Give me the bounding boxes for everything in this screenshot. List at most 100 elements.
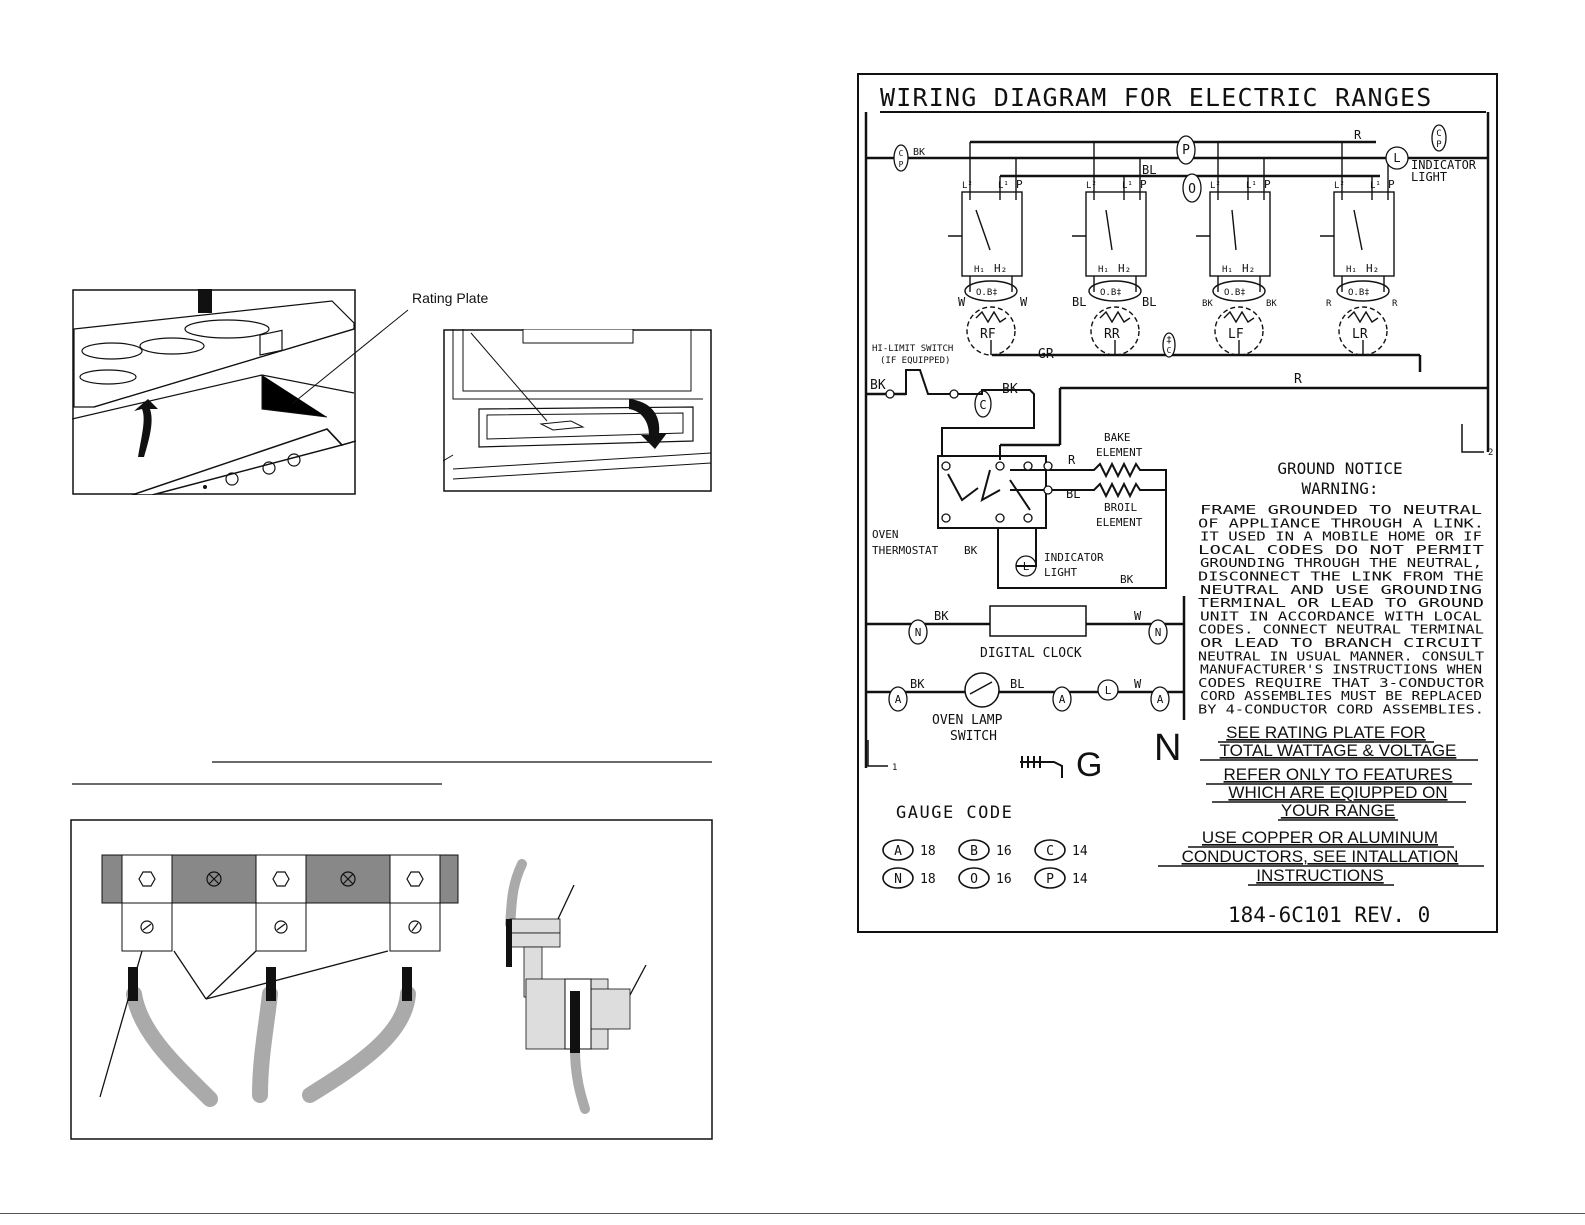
gauge-tag-circle	[1034, 867, 1066, 889]
terminal-label: L²	[962, 181, 973, 191]
element-wire-label: W	[958, 295, 966, 309]
wire-label-bk-indicator: BK	[1120, 573, 1134, 586]
terminal-label: O.B‡	[1100, 288, 1122, 298]
gauge-value: 18	[920, 844, 936, 859]
bake-element-label: BAKE	[1104, 431, 1131, 444]
terminal-label: H₂	[994, 262, 1007, 275]
rating-plate-note: TOTAL WATTAGE & VOLTAGE	[1220, 741, 1457, 760]
terminal-label: H₁	[1098, 265, 1109, 275]
wire-label-w-clock: W	[1134, 609, 1142, 623]
hi-limit-switch-label: HI-LIMIT SWITCH	[872, 344, 953, 354]
gauge-tag-circle	[882, 867, 914, 889]
copper-note: INSTRUCTIONS	[1256, 866, 1384, 885]
gauge-value: 16	[996, 844, 1012, 859]
page-bottom-rule	[0, 1213, 1585, 1214]
wire-label-bk-thermostat: BK	[964, 544, 978, 557]
ground-notice-line: MANUFACTURER'S INSTRUCTIONS WHEN	[1200, 663, 1482, 677]
wire-label-r-top: R	[1354, 128, 1362, 142]
ground-notice-line: BY 4-CONDUCTOR CORD ASSEMBLIES.	[1198, 703, 1484, 717]
rating-plate-note: SEE RATING PLATE FOR	[1226, 723, 1426, 742]
wire-label-bk-top: BK	[913, 147, 925, 158]
terminal-label: P	[1140, 178, 1147, 191]
element-wire-label: W	[1020, 295, 1028, 309]
terminal-label: H₂	[1118, 262, 1131, 275]
wire-label-bl-top: BL	[1142, 163, 1156, 177]
element-wire-label: BK	[1266, 299, 1277, 309]
gauge-tag-circle	[1034, 839, 1066, 861]
indicator-light-l-icon: L	[1393, 151, 1400, 165]
ground-notice-line: IT USED IN A MOBILE HOME OR IF	[1200, 530, 1482, 544]
neutral-n-letter: N	[1154, 727, 1181, 769]
diagram-title: WIRING DIAGRAM FOR ELECTRIC RANGES	[880, 83, 1433, 112]
gauge-tag-letter: C	[1046, 844, 1054, 859]
oven-thermostat-label: OVEN	[872, 528, 899, 541]
terminal-label: L²	[1334, 181, 1345, 191]
indicator-light-label: LIGHT	[1411, 170, 1447, 184]
lamp-l-icon: L	[1105, 684, 1112, 697]
lift-up-arrow-icon	[134, 399, 158, 457]
oven-indicator-light-label: LIGHT	[1044, 566, 1077, 579]
features-note: REFER ONLY TO FEATURES	[1224, 765, 1453, 784]
gauge-value: 14	[1072, 844, 1088, 859]
drawer-panel-illustration	[443, 329, 712, 492]
terminal-block-illustration	[70, 819, 713, 1140]
ground-notice-line: LOCAL CODES DO NOT PERMIT	[1198, 543, 1484, 557]
ground-notice-line: CODES REQUIRE THAT 3-CONDUCTOR	[1198, 676, 1485, 690]
terminal-label: H₂	[1242, 262, 1255, 275]
terminal-label: L¹	[1122, 181, 1133, 191]
oven-indicator-light-label: INDICATOR	[1044, 551, 1104, 564]
wire-gauge-tag: O	[1188, 182, 1196, 197]
rating-plate-pointer-line	[291, 309, 409, 405]
part-number: 184-6C101 REV. 0	[1228, 903, 1430, 927]
gauge-value: 14	[1072, 872, 1088, 887]
terminal-label: H₂	[1366, 262, 1379, 275]
terminal-label: L²	[1086, 181, 1097, 191]
terminal-label: L²	[1210, 181, 1221, 191]
wire-gauge-tag: N	[1155, 626, 1162, 639]
wire-label-bk-lamp: BK	[910, 677, 925, 691]
gauge-tag-circle	[958, 867, 990, 889]
gauge-tag-letter: A	[894, 844, 902, 859]
rotate-down-arrow-icon	[629, 399, 667, 449]
ground-notice-line: UNIT IN ACCORDANCE WITH LOCAL	[1200, 609, 1482, 623]
oven-lamp-switch-label: OVEN LAMP	[932, 713, 1003, 728]
hi-limit-switch-label: (IF EQUIPPED)	[880, 356, 950, 366]
ground-link-mark: ‡	[1166, 335, 1172, 346]
ground-notice-line: DISCONNECT THE LINK FROM THE	[1198, 570, 1484, 584]
cooktop-lift-illustration	[72, 289, 356, 495]
ground-notice-line: OR LEAD TO BRANCH CIRCUIT	[1200, 636, 1482, 650]
ground-notice-line: OF APPLIANCE THROUGH A LINK.	[1198, 516, 1484, 530]
gauge-value: 16	[996, 872, 1012, 887]
terminal-label: O.B‡	[1224, 288, 1246, 298]
wire-label-bl-lamp: BL	[1010, 677, 1024, 691]
terminal-label: L¹	[1370, 181, 1381, 191]
element-wire-label: R	[1392, 299, 1398, 309]
wire-gauge-tag: C	[1167, 346, 1172, 355]
features-note: WHICH ARE EQIUPPED ON	[1228, 783, 1447, 802]
broil-element-label: BROIL	[1104, 501, 1137, 514]
element-label-lf: LF	[1228, 327, 1244, 342]
element-wire-label: BL	[1142, 295, 1156, 309]
wiring-diagram: WIRING DIAGRAM FOR ELECTRIC RANGES	[857, 73, 1498, 933]
ground-notice-line: CODES. CONNECT NEUTRAL TERMINAL	[1198, 623, 1484, 637]
copper-note: USE COPPER OR ALUMINUM	[1202, 828, 1438, 847]
features-note: YOUR RANGE	[1281, 801, 1395, 820]
ground-notice-line: GROUNDING THROUGH THE NEUTRAL,	[1200, 556, 1482, 570]
ground-g-letter: G	[1076, 746, 1102, 784]
bake-element-label: ELEMENT	[1096, 446, 1143, 459]
wire-gauge-tag: P	[899, 160, 904, 169]
element-wire-label: BL	[1072, 295, 1086, 309]
gauge-tag-circle	[958, 839, 990, 861]
gauge-tag-circle	[882, 839, 914, 861]
element-label-rr: RR	[1104, 327, 1120, 342]
wire-gauge-tag: C	[979, 398, 986, 412]
gauge-tag-letter: O	[970, 872, 978, 887]
rating-plate-marker	[539, 420, 585, 431]
gauge-code-title: GAUGE CODE	[896, 803, 1013, 823]
wire-gauge-tag: A	[1059, 693, 1066, 706]
wire-gauge-tag: P	[1436, 140, 1442, 150]
element-label-rf: RF	[980, 327, 996, 342]
terminal-label: P	[1264, 178, 1271, 191]
surface-element-switches	[948, 142, 1395, 356]
wire-gauge-tag: C	[1436, 129, 1441, 139]
